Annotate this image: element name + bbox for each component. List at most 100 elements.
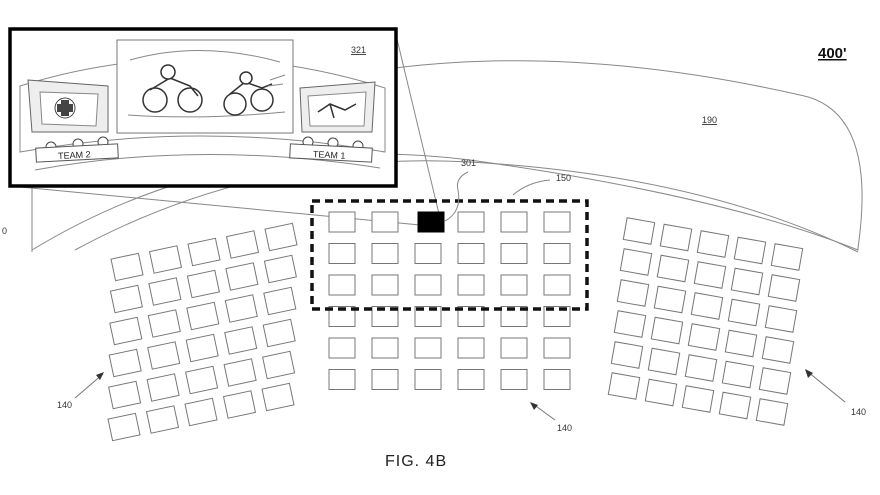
seat[interactable] <box>730 267 764 296</box>
seat[interactable] <box>148 245 183 274</box>
seat[interactable] <box>146 373 180 402</box>
seat[interactable] <box>224 294 258 323</box>
seat[interactable] <box>687 323 721 351</box>
seat[interactable] <box>110 252 144 282</box>
seat[interactable] <box>727 298 761 327</box>
seat[interactable] <box>371 306 399 327</box>
seat[interactable] <box>109 316 143 346</box>
seat[interactable] <box>616 279 650 307</box>
seat[interactable] <box>690 292 724 320</box>
seat[interactable] <box>185 365 219 395</box>
seat[interactable] <box>371 337 399 359</box>
seat[interactable] <box>681 385 715 413</box>
seat[interactable] <box>755 398 789 426</box>
seat[interactable] <box>148 277 182 306</box>
seat[interactable] <box>414 337 442 359</box>
seat[interactable] <box>761 336 795 364</box>
seat[interactable] <box>263 286 297 316</box>
seat[interactable] <box>371 243 399 264</box>
seat[interactable] <box>457 243 485 264</box>
seat[interactable] <box>261 382 295 412</box>
seat[interactable] <box>758 367 792 395</box>
seat[interactable] <box>371 369 399 390</box>
screen-lower-edge <box>74 160 859 253</box>
seat[interactable] <box>543 211 571 233</box>
seat[interactable] <box>371 274 399 296</box>
seat[interactable] <box>328 337 356 359</box>
seat[interactable] <box>721 360 755 389</box>
seat[interactable] <box>543 243 571 264</box>
label-140-center: 140 <box>557 423 572 433</box>
seat[interactable] <box>414 306 442 327</box>
seat[interactable] <box>457 337 485 359</box>
seat[interactable] <box>613 310 647 338</box>
seat[interactable] <box>185 333 219 363</box>
seat[interactable] <box>328 369 356 390</box>
seat[interactable] <box>718 391 752 420</box>
seat[interactable] <box>619 248 653 276</box>
seat[interactable] <box>767 274 801 302</box>
seat[interactable] <box>328 274 356 296</box>
seat[interactable] <box>610 341 644 369</box>
seat[interactable] <box>328 211 356 233</box>
seat[interactable] <box>222 390 257 419</box>
seat[interactable] <box>147 309 181 338</box>
seat[interactable] <box>108 380 142 410</box>
seat[interactable] <box>607 372 641 400</box>
seat[interactable] <box>145 405 180 434</box>
seat[interactable] <box>457 211 485 233</box>
seat[interactable] <box>659 223 693 252</box>
seat[interactable] <box>500 306 528 327</box>
seat[interactable] <box>414 274 442 296</box>
seat[interactable] <box>225 230 260 259</box>
seat[interactable] <box>187 237 221 267</box>
seat[interactable] <box>457 306 485 327</box>
seat[interactable] <box>770 243 804 271</box>
seat[interactable] <box>543 369 571 390</box>
seat[interactable] <box>724 329 758 358</box>
seat[interactable] <box>109 284 143 314</box>
seat[interactable] <box>650 316 684 345</box>
seat[interactable] <box>457 274 485 296</box>
seat[interactable] <box>543 274 571 296</box>
seat[interactable] <box>184 397 218 427</box>
seat[interactable] <box>647 347 681 376</box>
seat[interactable] <box>224 326 258 355</box>
seat[interactable] <box>263 254 297 284</box>
seat[interactable] <box>500 211 528 233</box>
seat[interactable] <box>414 243 442 264</box>
seat[interactable] <box>733 236 767 265</box>
seat[interactable] <box>328 306 356 327</box>
seat[interactable] <box>696 230 730 258</box>
seat[interactable] <box>107 412 141 442</box>
seat[interactable] <box>414 369 442 390</box>
seat[interactable] <box>656 254 690 283</box>
seat[interactable] <box>147 341 181 370</box>
label-321: 321 <box>351 45 366 55</box>
seat[interactable] <box>653 285 687 314</box>
seat[interactable] <box>764 305 798 333</box>
seat[interactable] <box>262 318 296 348</box>
seat[interactable] <box>186 301 220 331</box>
seat[interactable] <box>371 211 399 233</box>
seat[interactable] <box>225 262 259 291</box>
seat[interactable] <box>684 354 718 382</box>
seat[interactable] <box>644 378 678 407</box>
seat[interactable] <box>500 243 528 264</box>
seat[interactable] <box>108 348 142 378</box>
seat[interactable] <box>457 369 485 390</box>
seat[interactable] <box>693 261 727 289</box>
seat[interactable] <box>328 243 356 264</box>
seat[interactable] <box>500 274 528 296</box>
seat[interactable] <box>500 369 528 390</box>
seat[interactable] <box>186 269 220 299</box>
seat[interactable] <box>543 337 571 359</box>
seat[interactable] <box>622 217 656 245</box>
seat[interactable] <box>262 350 296 380</box>
seat[interactable] <box>500 337 528 359</box>
seat[interactable] <box>264 222 298 252</box>
selected-seat[interactable] <box>417 211 445 233</box>
leader-140-left <box>74 373 104 399</box>
seat[interactable] <box>223 358 257 387</box>
seat[interactable] <box>543 306 571 327</box>
